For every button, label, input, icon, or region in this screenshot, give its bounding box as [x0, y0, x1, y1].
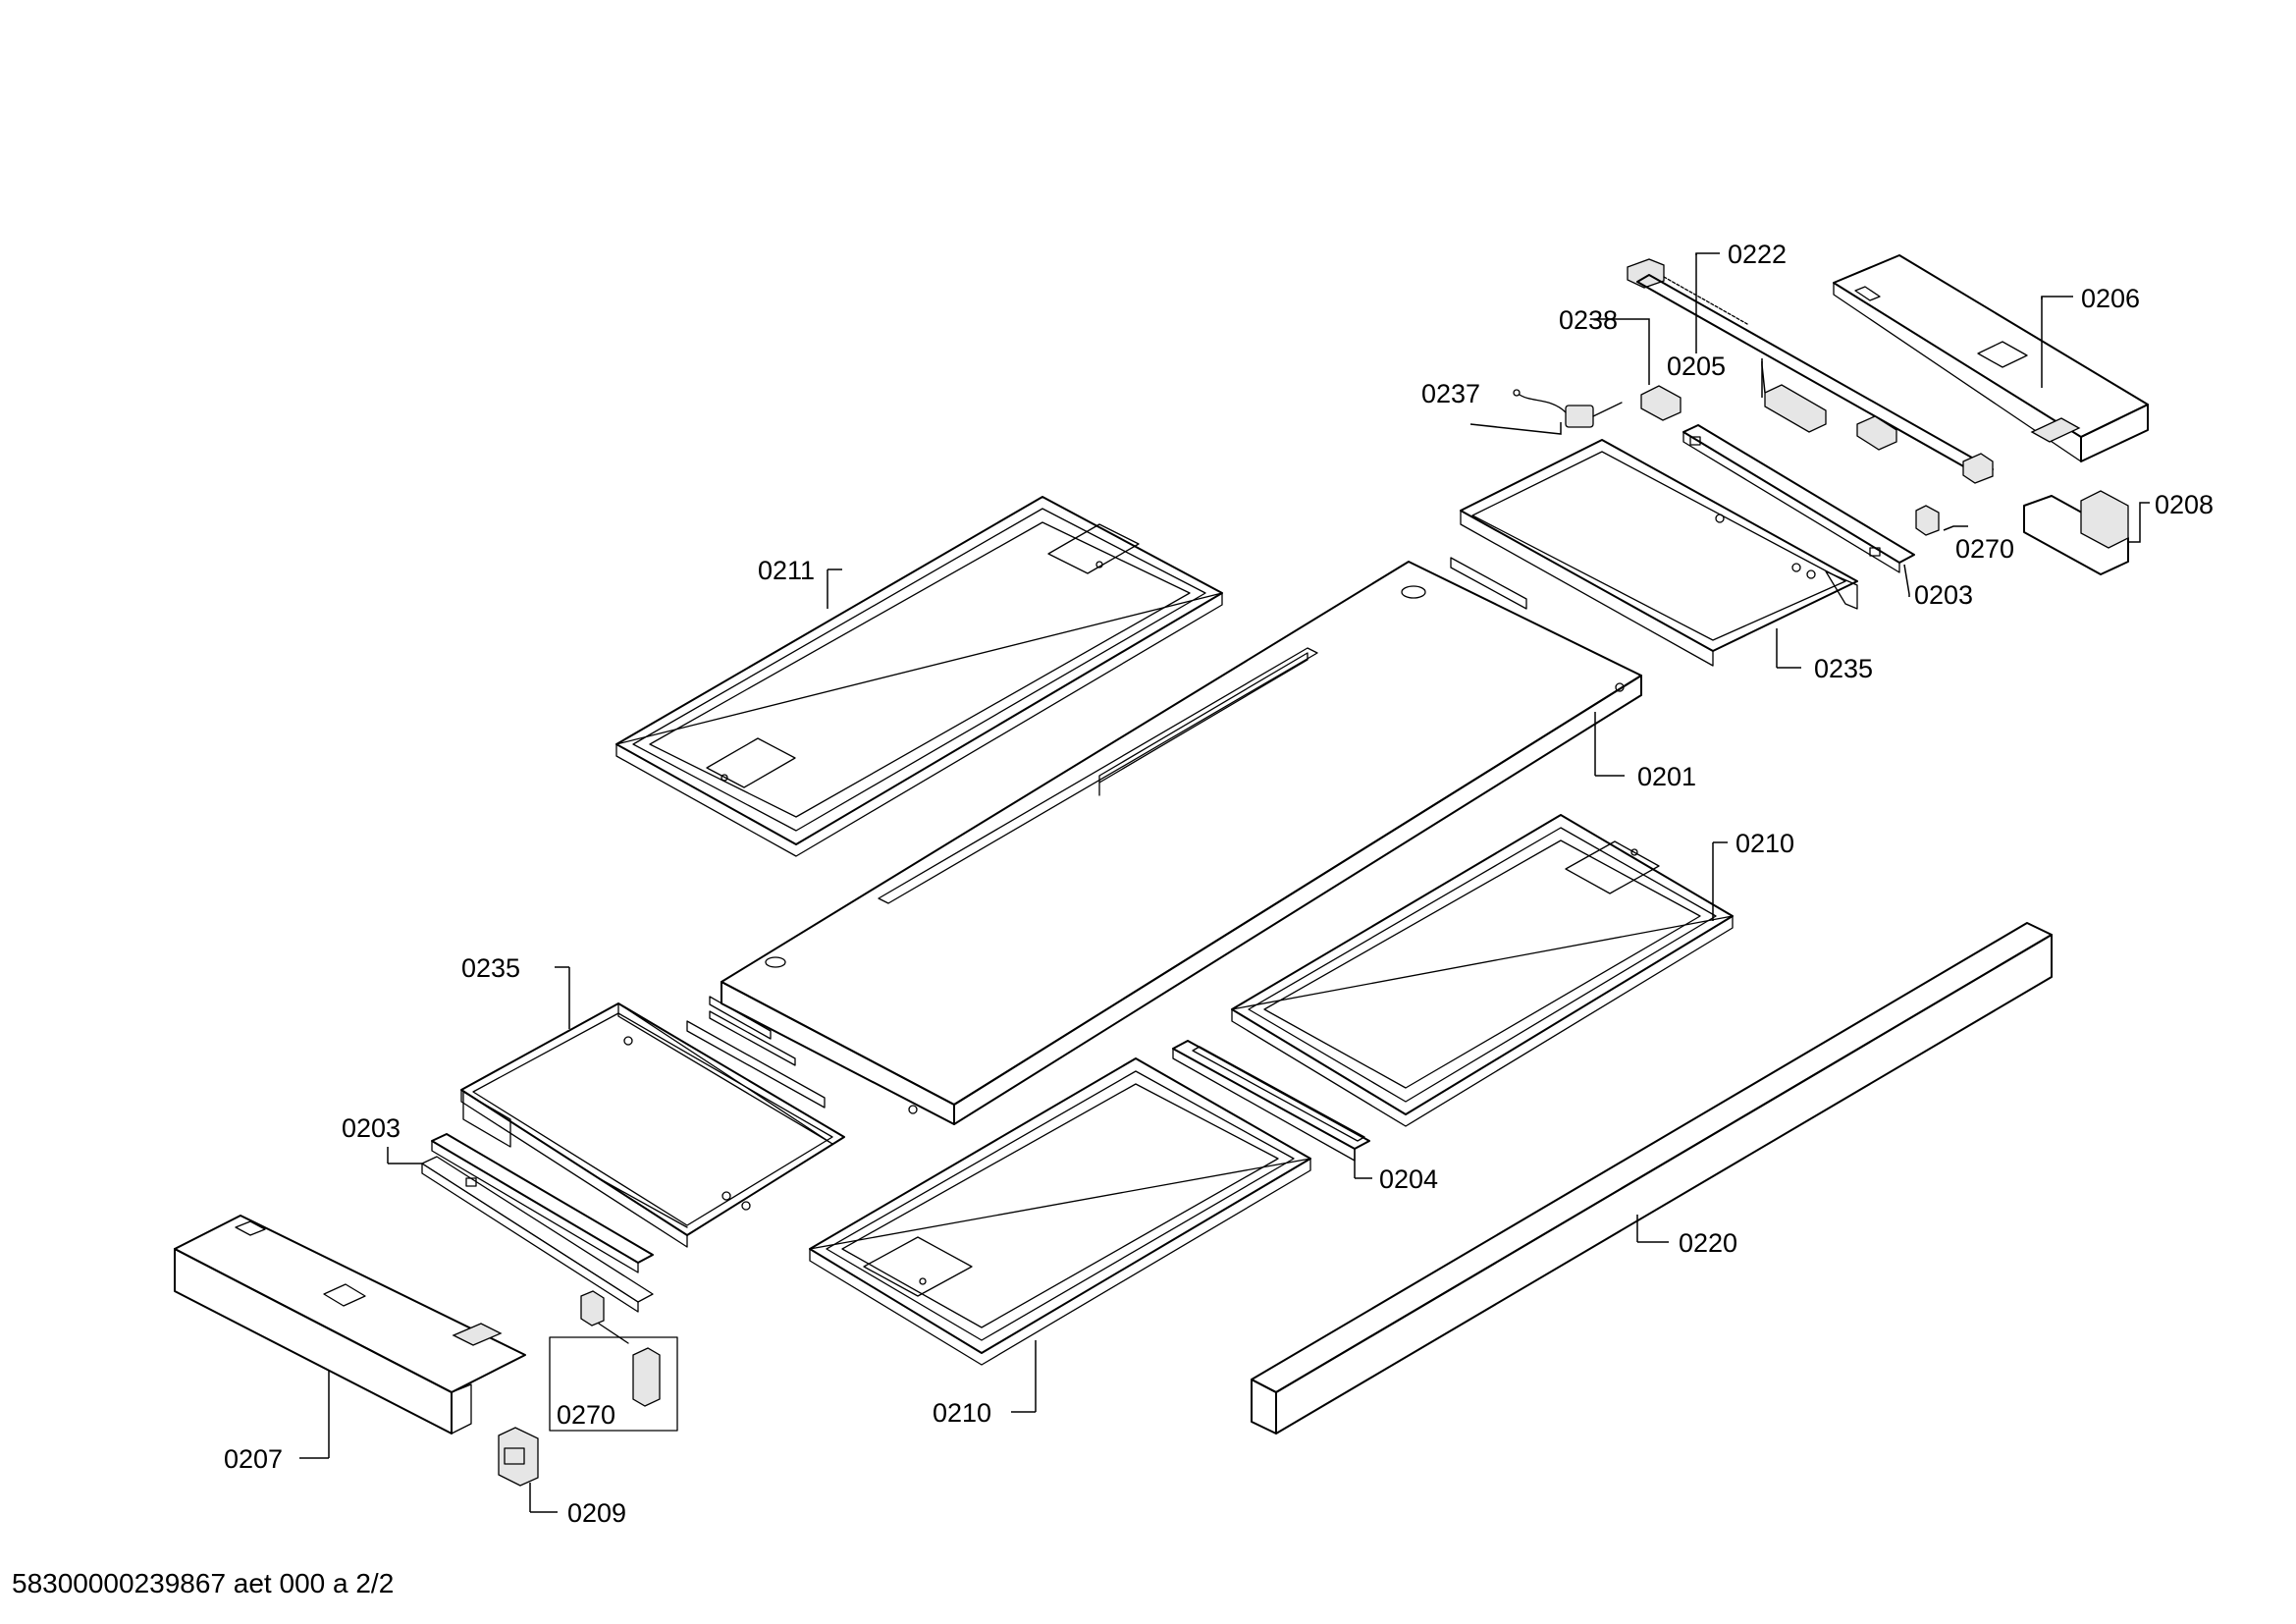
label-0207: 0207	[224, 1444, 283, 1474]
label-0270-bottom: 0270	[557, 1400, 615, 1430]
label-0201: 0201	[1637, 762, 1696, 791]
part-0238-clip	[1640, 385, 1682, 421]
part-0220-bar	[1251, 922, 2053, 1435]
label-0235-left: 0235	[461, 953, 520, 983]
label-0204: 0204	[1379, 1164, 1438, 1194]
label-0222: 0222	[1728, 240, 1787, 269]
document-id: 58300000239867 aet 000 a 2/2	[12, 1568, 395, 1598]
part-0237-sensor	[1513, 389, 1623, 428]
label-0203-left: 0203	[342, 1113, 400, 1143]
part-0235-top-plate	[1460, 439, 1858, 667]
part-0204-strip	[1172, 1040, 1370, 1162]
part-0235-left-plate	[460, 1002, 845, 1248]
label-0206: 0206	[2081, 284, 2140, 313]
label-0210-bottom: 0210	[933, 1398, 991, 1428]
leader-lines	[299, 252, 2150, 1513]
part-0208-endcap	[2023, 490, 2129, 575]
label-0270-top: 0270	[1955, 534, 2014, 564]
part-0210-right-frame	[1231, 814, 1734, 1127]
label-0208: 0208	[2155, 490, 2214, 519]
label-0205: 0205	[1667, 352, 1726, 381]
part-0201-body	[709, 557, 1642, 1125]
label-0237: 0237	[1421, 379, 1480, 408]
part-labels: 0222 0206 0238 0205 0237 0208 0270 0203 …	[224, 240, 2214, 1528]
label-0235-top: 0235	[1814, 654, 1873, 683]
part-0209-box	[498, 1427, 539, 1487]
label-0220: 0220	[1679, 1228, 1737, 1258]
part-0270-clip-bottom	[549, 1290, 678, 1432]
part-0207-cover	[174, 1215, 526, 1435]
label-0211: 0211	[758, 556, 815, 585]
part-0205-block	[1764, 384, 1827, 433]
part-0222-harness	[1627, 258, 1994, 484]
label-0238: 0238	[1559, 305, 1618, 335]
part-0211-frame	[615, 496, 1223, 857]
part-0270-clip-top	[1915, 505, 1940, 536]
label-0210-right: 0210	[1735, 829, 1794, 858]
label-0209: 0209	[567, 1498, 626, 1528]
part-0210-bottom-frame	[809, 1057, 1311, 1366]
part-0203-left-rail	[421, 1133, 654, 1313]
label-0203-top: 0203	[1914, 580, 1973, 610]
part-0203-top-rail	[1682, 424, 1915, 573]
part-0206-cover	[1833, 254, 2149, 462]
